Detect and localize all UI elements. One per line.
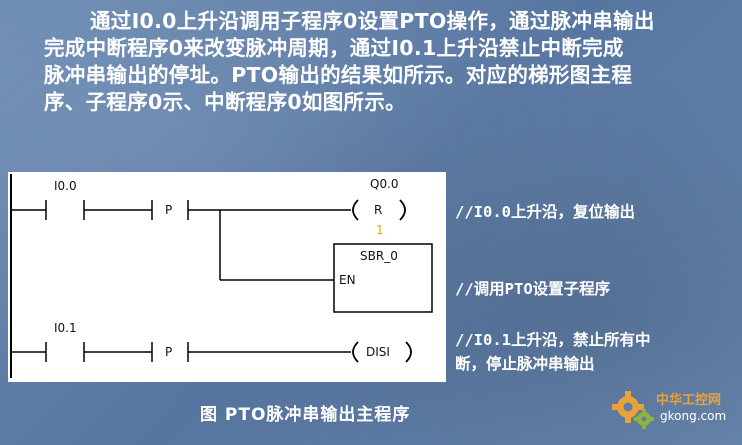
- positive-edge-2-label: P: [165, 345, 172, 359]
- coil-reset-q0-0: Q0.0 R 1: [346, 177, 406, 237]
- gear-icon: [612, 391, 654, 429]
- sbr-0-box: SBR_0 EN: [333, 243, 433, 313]
- contact-i0-0-label: I0.0: [54, 179, 77, 193]
- coil-q0-0-address: Q0.0: [370, 177, 399, 191]
- rung-2: I0.1 P DISI: [11, 321, 412, 363]
- ladder-svg: I0.0 P Q0.0 R 1 SBR_0: [10, 174, 433, 378]
- watermark-name: 中华工控网: [656, 393, 722, 408]
- ladder-diagram: I0.0 P Q0.0 R 1 SBR_0: [8, 172, 446, 382]
- comment-rung-2-line-1: //I0.1上升沿，禁止所有中: [455, 331, 651, 349]
- comment-rung-2-line-2: 断，停止脉冲串输出: [455, 355, 595, 373]
- sbr-0-name: SBR_0: [360, 249, 398, 263]
- coil-reset-count: 1: [376, 223, 384, 237]
- coil-disi: DISI: [352, 341, 412, 363]
- intro-line-3: 脉冲串输出的停址。PTO输出的结果如所示。对应的梯形图主程: [44, 63, 633, 87]
- comment-rung-1: //I0.0上升沿，复位输出: [455, 203, 635, 221]
- positive-edge-2: P: [151, 342, 189, 362]
- contact-i0-1: I0.1: [45, 321, 85, 362]
- intro-paragraph: 通过I0.0上升沿调用子程序0设置PTO操作，通过脉冲串输出 完成中断程序0来改…: [44, 8, 724, 116]
- positive-edge-1: P: [151, 200, 189, 220]
- sbr-0-en: EN: [339, 273, 356, 287]
- coil-disi-symbol: DISI: [366, 345, 390, 359]
- comment-rung-2: //I0.1上升沿，禁止所有中 断，停止脉冲串输出: [455, 328, 651, 376]
- watermark-url: gkong.com: [660, 409, 727, 423]
- figure-caption: 图 PTO脉冲串输出主程序: [200, 405, 411, 425]
- gkong-watermark: 中华工控网 gkong.com: [610, 385, 736, 433]
- intro-line-4: 序、子程序0示、中断程序0如图所示。: [44, 90, 406, 114]
- intro-line-2: 完成中断程序0来改变脉冲周期，通过I0.1上升沿禁止中断完成: [44, 36, 624, 60]
- positive-edge-1-label: P: [165, 203, 172, 217]
- contact-i0-0: I0.0: [45, 179, 85, 220]
- rung-1: I0.0 P Q0.0 R 1 SBR_0: [11, 177, 433, 313]
- coil-reset-symbol: R: [374, 203, 382, 217]
- comment-sbr-call: //调用PTO设置子程序: [455, 280, 611, 298]
- intro-line-1: 通过I0.0上升沿调用子程序0设置PTO操作，通过脉冲串输出: [90, 9, 655, 33]
- contact-i0-1-label: I0.1: [54, 321, 77, 335]
